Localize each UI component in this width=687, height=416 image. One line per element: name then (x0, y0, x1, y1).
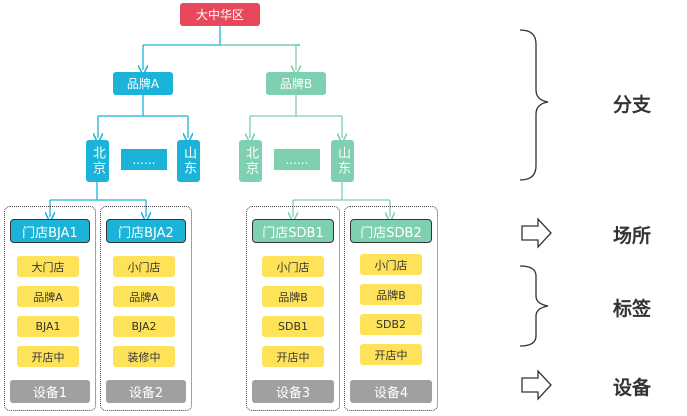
ellipsis-a: ...... (121, 149, 167, 170)
tag-chip: 品牌B (360, 284, 422, 305)
tag-label: 标签 (613, 298, 652, 320)
city-a-beijing: 北京 (86, 140, 109, 182)
tag-chip: 开店中 (262, 346, 324, 367)
brand-b-node: 品牌B (266, 72, 326, 95)
store-node: 门店BJA1 (10, 219, 90, 243)
tag-chip: SDB2 (360, 314, 422, 335)
tag-chip: 小门店 (262, 256, 324, 277)
tag-brace (519, 265, 549, 347)
city-b-shandong: 山东 (331, 140, 354, 182)
city-a-shandong: 山东 (177, 140, 200, 182)
tag-chip: 品牌A (17, 286, 79, 307)
device-arrow-icon (521, 369, 552, 401)
tag-chip: 大门店 (17, 256, 79, 277)
tag-chip: 品牌B (262, 286, 324, 307)
brand-a-node: 品牌A (113, 72, 173, 95)
tag-chip: BJA1 (17, 316, 79, 337)
place-arrow-icon (521, 217, 552, 249)
tag-chip: BJA2 (113, 316, 175, 337)
tag-chip: 品牌A (113, 286, 175, 307)
tag-chip: 小门店 (113, 256, 175, 277)
tag-chip: 装修中 (113, 346, 175, 367)
device-label: 设备 (613, 377, 652, 399)
city-b-beijing: 北京 (239, 140, 262, 182)
store-group-2 (100, 206, 192, 411)
branch-brace (519, 29, 549, 181)
tag-chip: 开店中 (17, 346, 79, 367)
root-node: 大中华区 (180, 3, 260, 26)
device-node: 设备2 (106, 380, 186, 403)
store-group-4 (344, 206, 438, 411)
device-node: 设备4 (350, 380, 432, 403)
store-group-1 (4, 206, 96, 411)
place-label: 场所 (613, 225, 652, 247)
tag-chip: SDB1 (262, 316, 324, 337)
store-node: 门店BJA2 (106, 219, 186, 243)
store-node: 门店SDB1 (252, 219, 334, 243)
ellipsis-b: ...... (274, 149, 320, 170)
device-node: 设备1 (10, 380, 90, 403)
store-group-3 (246, 206, 340, 411)
store-node: 门店SDB2 (350, 219, 432, 243)
device-node: 设备3 (252, 380, 334, 403)
tag-chip: 小门店 (360, 254, 422, 275)
branch-label: 分支 (613, 94, 652, 116)
tag-chip: 开店中 (360, 344, 422, 365)
